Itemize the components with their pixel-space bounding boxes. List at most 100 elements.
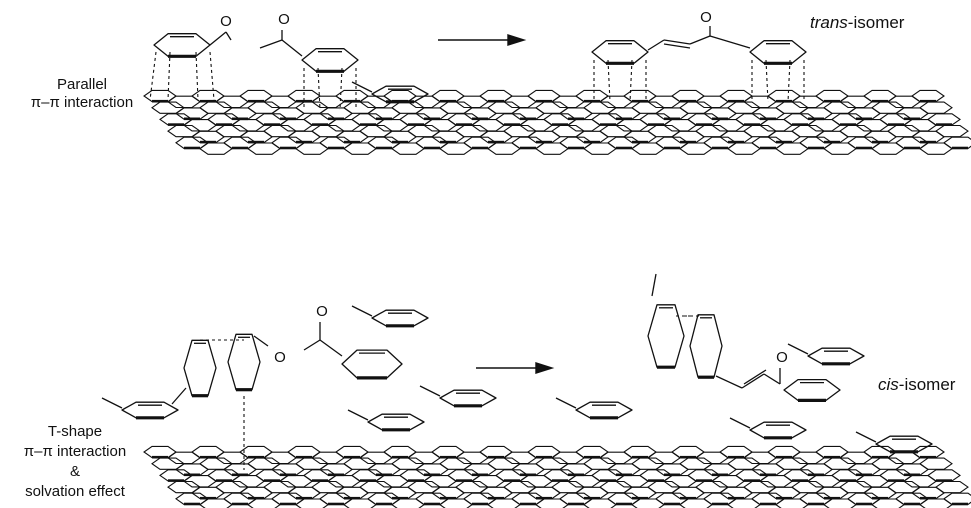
toluene-solvent-4-ring bbox=[575, 401, 633, 420]
acetophenone-oxygen: O bbox=[278, 11, 290, 28]
arrow-head bbox=[535, 362, 555, 374]
benzaldehyde-t-ring bbox=[227, 333, 261, 392]
toluene-methyl bbox=[351, 305, 373, 317]
aldehyde-bond-bottom bbox=[253, 335, 269, 347]
ring-outline bbox=[367, 413, 425, 431]
bottom-interaction-label: T-shape π–π interaction & solvation effe… bbox=[0, 422, 150, 502]
graphene-ring bbox=[487, 498, 521, 508]
graphene-ring bbox=[935, 480, 969, 494]
toluene-methyl bbox=[101, 397, 123, 409]
chalcone-stacking-a bbox=[593, 59, 647, 103]
toluene-methyl bbox=[729, 417, 751, 429]
cis-chalcone-oxygen: O bbox=[776, 349, 788, 366]
stacking-dash bbox=[339, 67, 343, 111]
graphene-ring bbox=[727, 498, 761, 508]
label-t-shape: T-shape bbox=[47, 423, 103, 440]
toluene-solvent-5-ring bbox=[807, 347, 865, 366]
label-parallel: Parallel bbox=[56, 76, 108, 93]
stacking-dash bbox=[317, 67, 321, 111]
carbonyl-bond bbox=[689, 35, 711, 45]
free-ketone-aryl bbox=[319, 339, 343, 357]
cis-vinyl-double-2 bbox=[743, 369, 767, 385]
aryl-bond bbox=[709, 35, 751, 49]
ring-outline bbox=[227, 333, 261, 391]
label-pi-interaction: π–π interaction bbox=[30, 94, 134, 111]
ring-outline bbox=[575, 401, 633, 419]
ring-outline bbox=[647, 304, 685, 368]
molecules bbox=[101, 26, 933, 454]
graphene-sheet-top bbox=[143, 89, 971, 155]
ring-outline bbox=[689, 314, 723, 378]
acetophenone-stacking bbox=[303, 67, 357, 111]
graphene-ring bbox=[775, 498, 809, 508]
vinyl-double-bond-2 bbox=[663, 43, 691, 49]
graphene-ring bbox=[391, 498, 425, 508]
cis-prefix: cis bbox=[878, 375, 899, 394]
label-solvation-effect: solvation effect bbox=[25, 483, 125, 500]
graphene-ring bbox=[583, 498, 617, 508]
trans-isomer-label: trans-isomer bbox=[810, 14, 904, 32]
top-interaction-label: Parallel π–π interaction bbox=[2, 76, 162, 112]
graphene-ring bbox=[823, 498, 857, 508]
top-reaction-arrow bbox=[438, 34, 527, 46]
stacking-dash bbox=[149, 51, 157, 101]
graphene-sheet-bottom bbox=[143, 445, 971, 508]
toluene-solvent-2-ring bbox=[367, 413, 425, 432]
ring-outline bbox=[749, 421, 807, 439]
label-ampersand: & bbox=[69, 463, 80, 480]
cis-isomer-label: cis-isomer bbox=[878, 376, 955, 394]
graphene-ring bbox=[247, 498, 281, 508]
ring-outline bbox=[439, 389, 497, 407]
cis-vinyl-double bbox=[741, 373, 765, 389]
aldehyde-oxygen: O bbox=[220, 13, 232, 30]
graphene-ring bbox=[935, 124, 969, 138]
toluene-t-ring bbox=[183, 339, 217, 398]
benzaldehyde-stacking bbox=[149, 51, 215, 101]
cis-vinyl-1 bbox=[715, 375, 743, 389]
cis-chalcone-ring-a bbox=[689, 314, 723, 379]
acetophenone-ring bbox=[301, 48, 359, 73]
free-acetophenone-oxygen: O bbox=[316, 303, 328, 320]
arrow-head bbox=[507, 34, 527, 46]
ring-outline bbox=[183, 339, 217, 397]
graphene-ring bbox=[343, 498, 377, 508]
aldehyde-co-bond bbox=[225, 31, 232, 41]
graphene-ring bbox=[871, 498, 905, 508]
free-ketone-methyl bbox=[303, 339, 321, 351]
cis-methyl-bond bbox=[651, 273, 657, 297]
toluene-solvent-1-ring bbox=[121, 401, 179, 420]
cis-carbonyl bbox=[763, 373, 781, 385]
label-pi-interaction-2: π–π interaction bbox=[23, 443, 127, 460]
toluene-solvent-7-ring bbox=[875, 435, 933, 454]
toluene-methyl-bond bbox=[171, 387, 187, 405]
toluene-solvent-3-ring bbox=[439, 389, 497, 408]
chalcone-ring-b bbox=[749, 40, 807, 65]
stacking-dash bbox=[765, 59, 769, 103]
chalcone-ring-a bbox=[591, 40, 649, 65]
graphene-ring bbox=[295, 498, 329, 508]
stacking-dash bbox=[787, 59, 791, 103]
cis-chalcone-ring-b bbox=[783, 378, 841, 402]
graphene-ring bbox=[919, 101, 953, 114]
methyl-bond bbox=[259, 39, 283, 49]
graphene-ring bbox=[439, 498, 473, 508]
benzaldehyde-ring bbox=[153, 33, 211, 58]
stacking-dash bbox=[209, 51, 215, 101]
toluene-methyl bbox=[555, 397, 577, 409]
graphene-ring bbox=[535, 498, 569, 508]
ring-outline bbox=[807, 347, 865, 365]
ketone-bond bbox=[281, 39, 303, 57]
ring-outline bbox=[875, 435, 933, 453]
toluene-floating-top-ring bbox=[371, 85, 429, 104]
aldehyde-oxygen-bottom: O bbox=[274, 349, 286, 366]
chalcone-stacking-b bbox=[751, 59, 805, 103]
ring-outline bbox=[371, 309, 429, 327]
stacking-dash bbox=[195, 51, 199, 101]
vinyl-bond-1 bbox=[647, 39, 665, 51]
ring-outline bbox=[121, 401, 179, 419]
aldehyde-bond bbox=[209, 31, 227, 46]
toluene-methyl bbox=[347, 409, 369, 421]
ring-outline bbox=[371, 85, 429, 103]
